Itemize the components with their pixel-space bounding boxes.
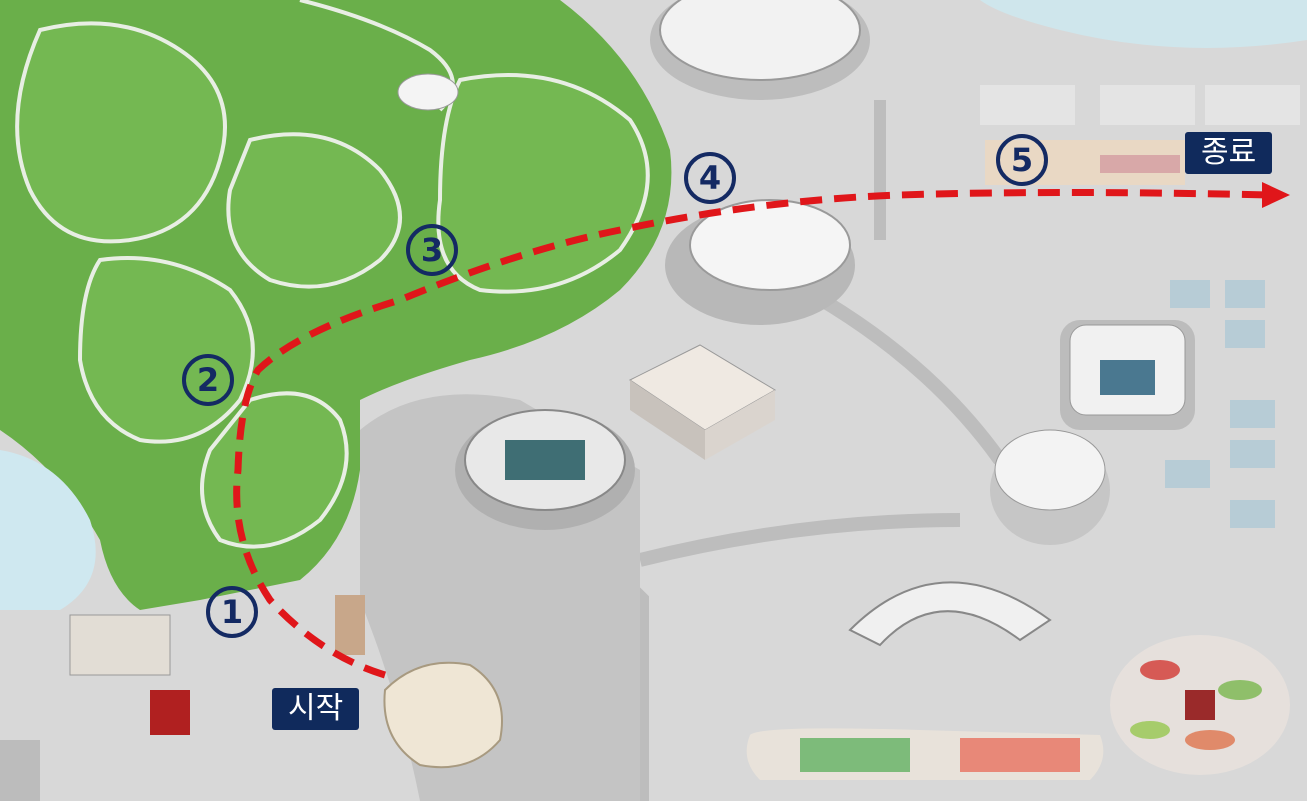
box-building (629, 344, 776, 460)
river (980, 0, 1307, 48)
museum-buildings (0, 614, 190, 801)
marker-5: 5 (996, 134, 1048, 186)
lake (0, 450, 96, 610)
marker-1: 1 (206, 586, 258, 638)
marker-2: 2 (182, 354, 234, 406)
gymnastics-arena (665, 199, 855, 325)
stadium-top (650, 0, 870, 100)
park-area (0, 0, 672, 610)
round-hall (990, 429, 1110, 545)
tennis-stadium (1060, 320, 1195, 430)
marker-4: 4 (684, 152, 736, 204)
dome-building (397, 73, 459, 111)
start-label: 시작 (272, 688, 360, 730)
end-label: 종료 (1185, 132, 1273, 174)
flower-garden (1110, 635, 1290, 775)
arc-building (848, 581, 1052, 647)
route-line (233, 189, 1271, 679)
route-arrow-icon (1262, 182, 1290, 208)
marker-3: 3 (406, 224, 458, 276)
rock-building (335, 595, 503, 769)
tennis-courts (1165, 280, 1275, 528)
flowerbed (746, 728, 1104, 780)
stadium (455, 409, 635, 530)
